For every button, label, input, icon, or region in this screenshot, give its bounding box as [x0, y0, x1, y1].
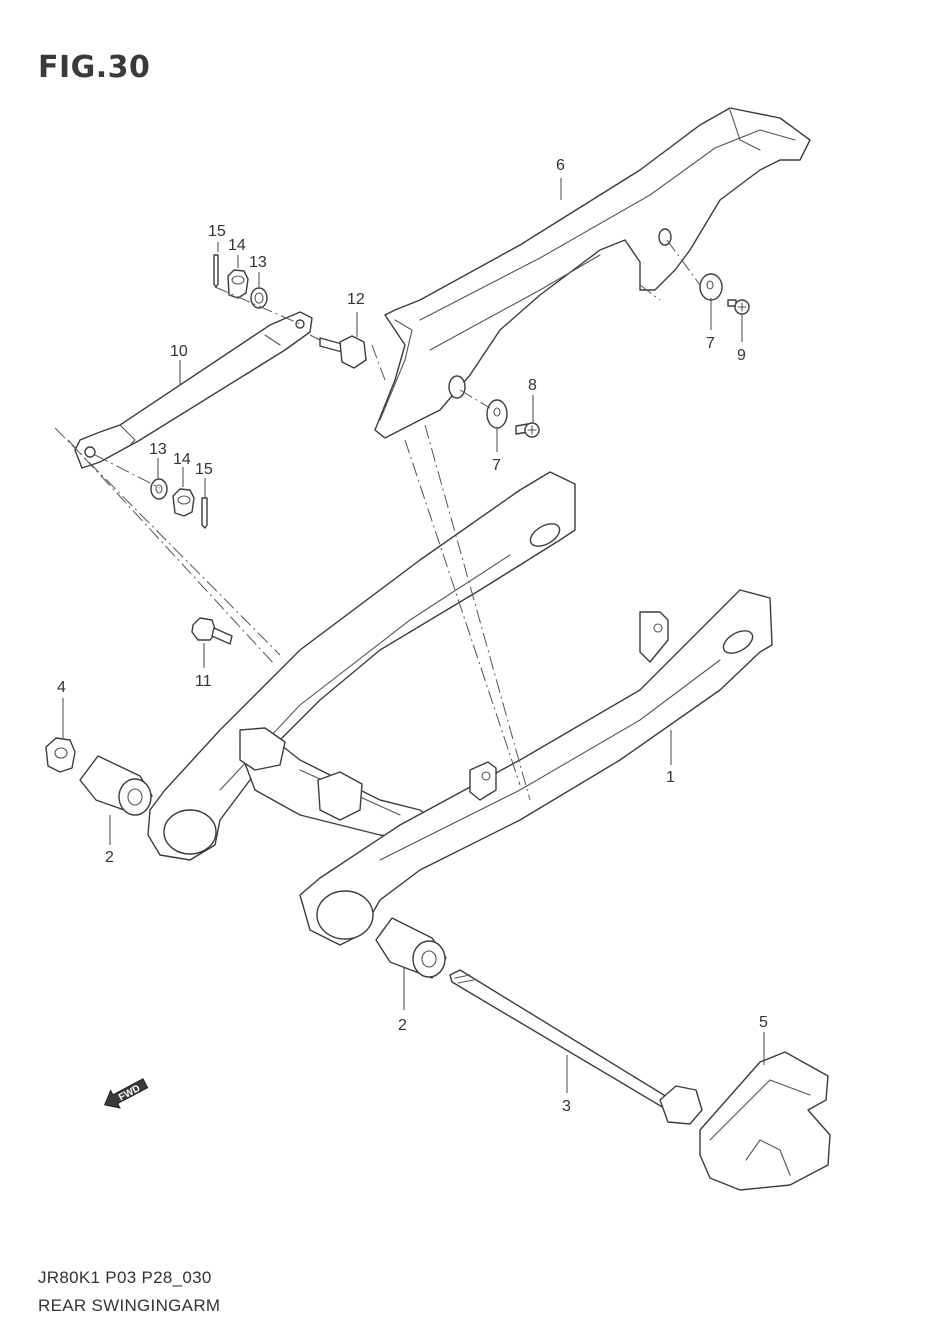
callout-10: 10 — [170, 343, 188, 360]
callout-13-top: 13 — [249, 254, 267, 271]
callout-2-upper: 2 — [105, 849, 114, 866]
nut-lower-part — [172, 488, 195, 517]
callout-1: 1 — [666, 769, 675, 786]
washer-right-part — [699, 273, 723, 301]
callout-7-right: 7 — [706, 335, 715, 352]
bushing-lower-part — [375, 917, 447, 979]
nut-4-part — [45, 737, 76, 773]
callout-4: 4 — [57, 679, 66, 696]
swingarm-part — [147, 471, 773, 946]
callout-14-lower: 14 — [173, 451, 191, 468]
chain-buffer-part — [699, 1051, 831, 1191]
washer-top-part — [250, 287, 268, 309]
torque-link-rod-part — [74, 311, 313, 469]
cotter-pin-lower-part — [201, 497, 208, 529]
nut-top-part — [227, 269, 249, 299]
callout-9: 9 — [737, 347, 746, 364]
callout-6: 6 — [556, 157, 565, 174]
forward-direction-marker: FWD — [104, 1078, 149, 1109]
callout-7-middle: 7 — [492, 457, 501, 474]
figure-title: FIG.30 — [38, 50, 151, 85]
callout-15-lower: 15 — [195, 461, 213, 478]
bushing-upper-part — [79, 755, 153, 816]
callout-13-lower: 13 — [149, 441, 167, 458]
callout-5: 5 — [759, 1014, 768, 1031]
pivot-shaft-part — [449, 969, 703, 1125]
callout-2-lower: 2 — [398, 1017, 407, 1034]
callout-8: 8 — [528, 377, 537, 394]
screw-9-part — [727, 299, 750, 315]
washer-lower-part — [150, 478, 168, 500]
bolt-12-part — [319, 335, 367, 369]
callout-3: 3 — [562, 1098, 571, 1115]
cotter-pin-top-part — [213, 254, 219, 288]
leader-lines — [62, 178, 765, 1093]
assembly-lines — [54, 239, 701, 801]
screw-8-part — [515, 422, 540, 438]
callout-labels: 1 2 2 3 4 5 6 7 7 8 9 10 11 12 13 13 14 … — [57, 157, 768, 1115]
callout-15-top: 15 — [208, 223, 226, 240]
drawing-name: REAR SWINGINGARM — [38, 1296, 221, 1315]
fwd-arrow-icon — [104, 1078, 149, 1109]
bolt-11-part — [191, 617, 233, 645]
fwd-label: FWD — [117, 1083, 142, 1103]
callout-11: 11 — [195, 673, 212, 690]
callout-12: 12 — [347, 291, 365, 308]
drawing-code: JR80K1 P03 P28_030 — [38, 1268, 212, 1287]
callout-14-top: 14 — [228, 237, 246, 254]
chain-guard-part — [374, 107, 811, 439]
washer-middle-part — [486, 399, 508, 429]
